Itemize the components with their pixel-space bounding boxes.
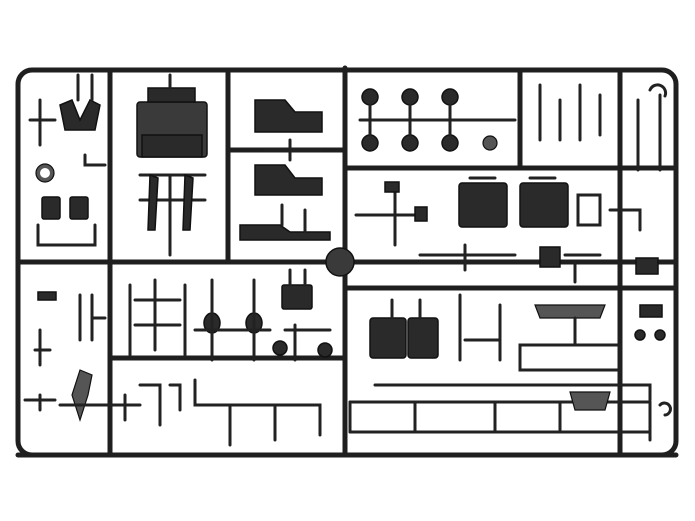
part-group-boxes-upper [354,176,659,284]
part-group-top-left [28,73,107,247]
part-group-wheels [358,83,668,172]
sprue-center-gate [325,247,355,277]
part-group-lower-center [128,268,333,362]
part-group-crate [136,73,208,257]
part-group-lower-left [23,291,322,447]
part-group-saddles [239,99,331,241]
sprue-runners [15,65,679,458]
part-group-rails [348,383,672,442]
part-group-boxes-lower [369,293,666,372]
